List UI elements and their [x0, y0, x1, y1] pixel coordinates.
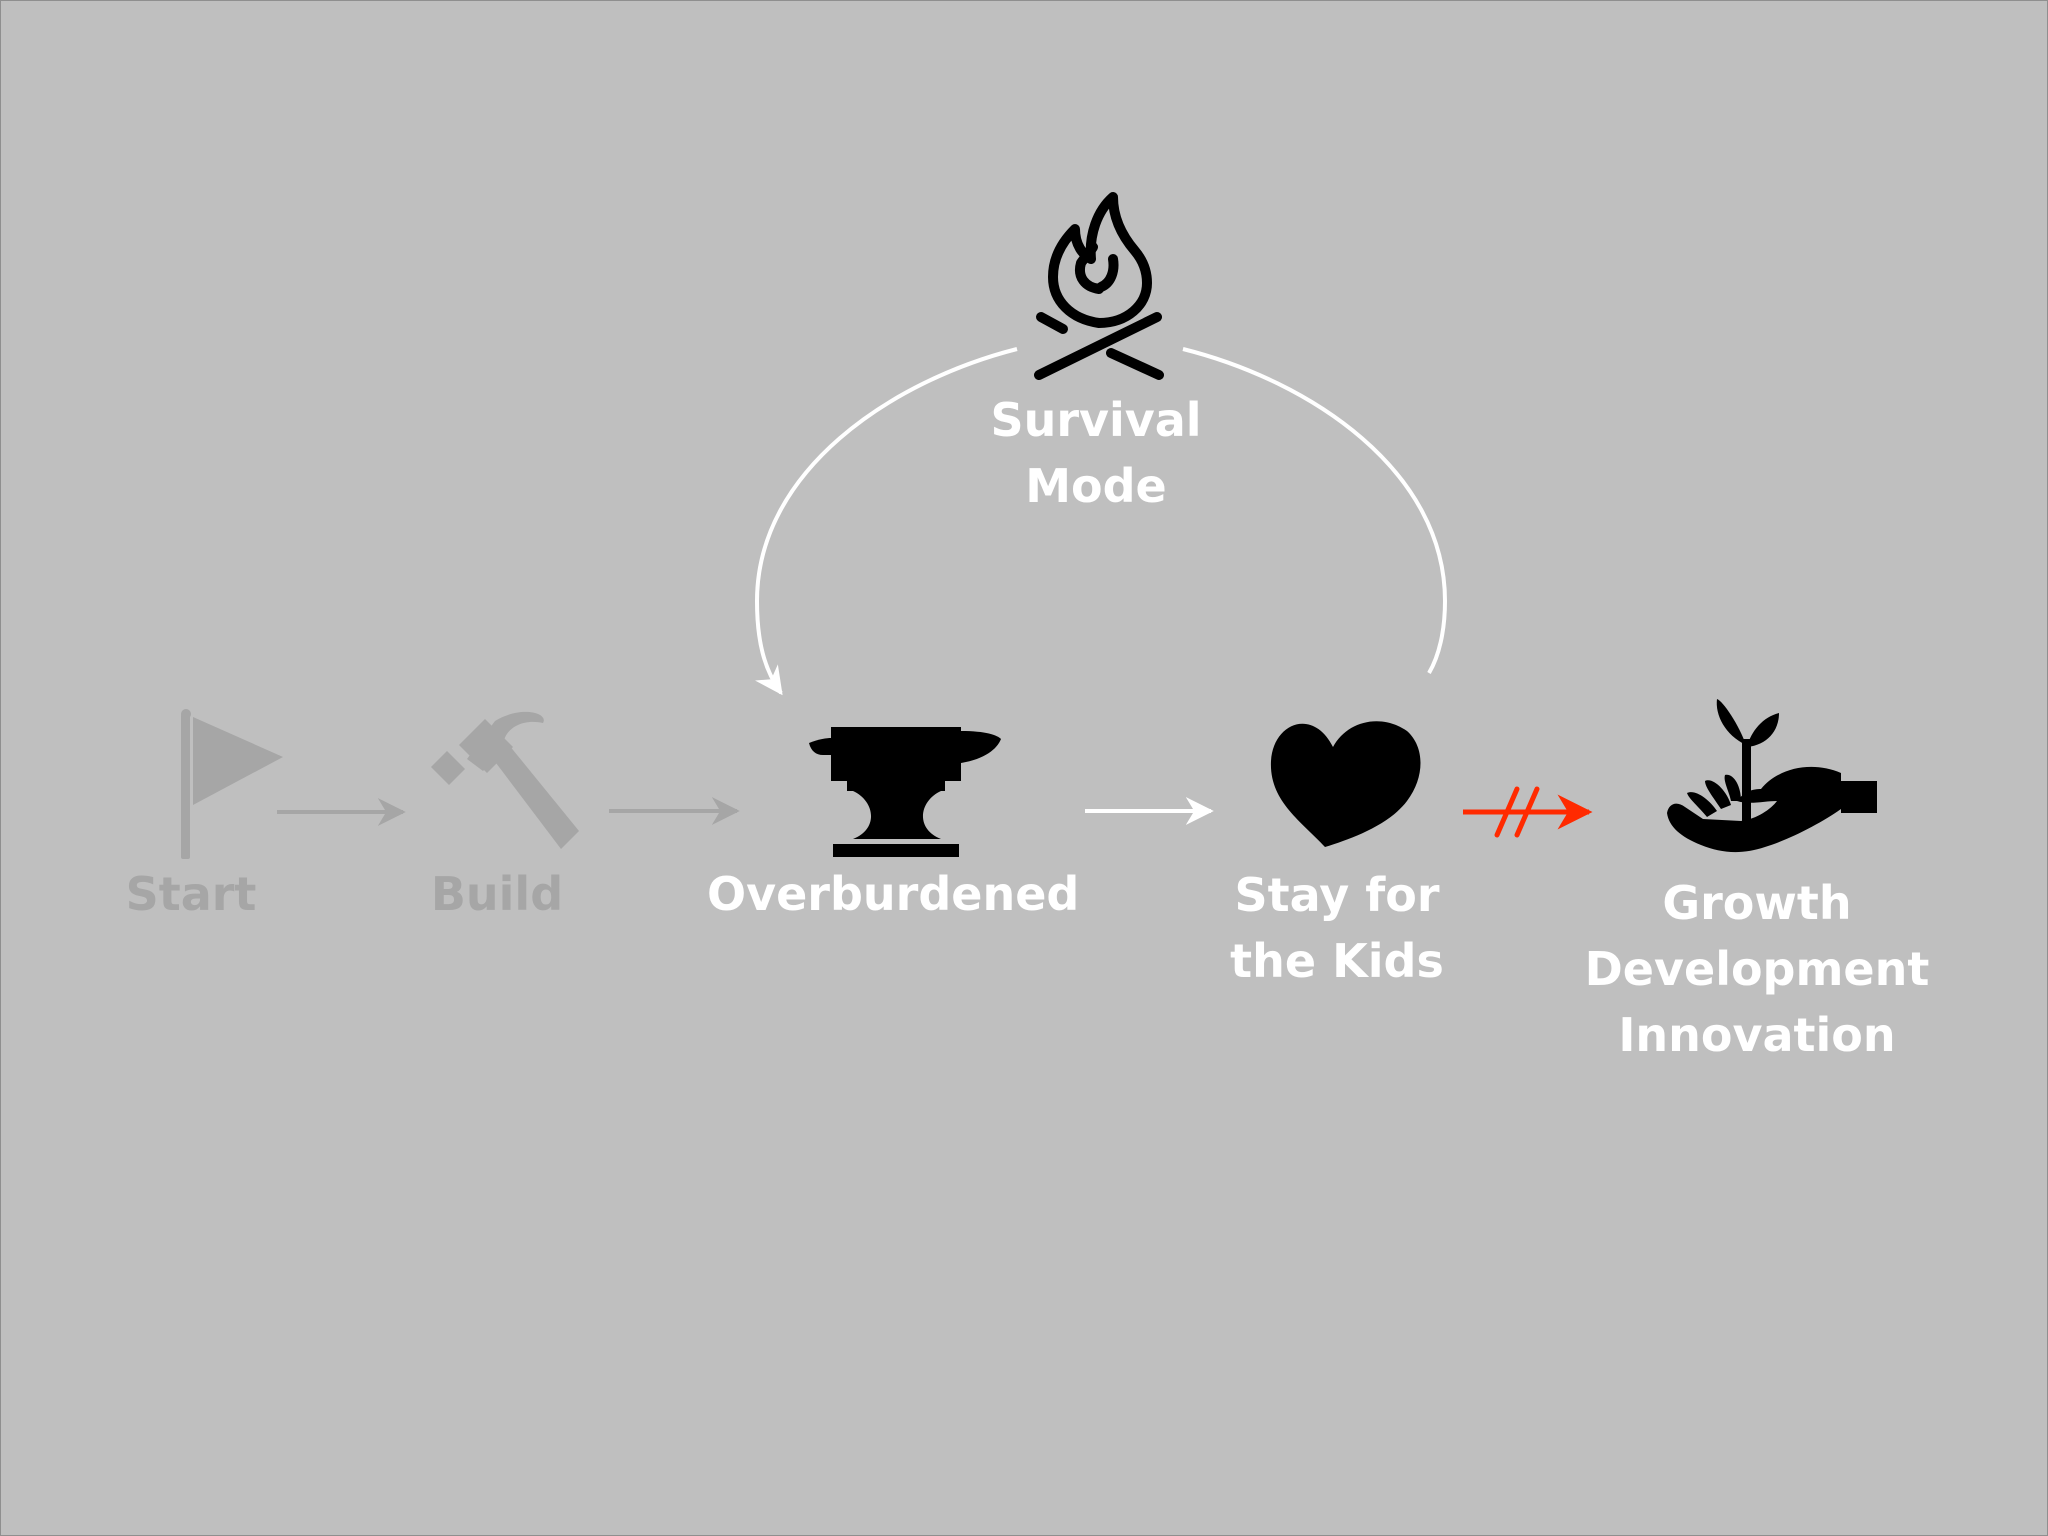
overburdened-label-text: Overburdened — [707, 867, 1080, 921]
survival-label-line-2: Mode — [1025, 459, 1167, 513]
arrow-stay-to-growth-blocked — [1463, 786, 1593, 838]
growth-label-line-1: Growth — [1662, 876, 1852, 930]
stay-label-line-2: the Kids — [1230, 934, 1444, 988]
node-label-stay-for-the-kids: Stay for the Kids — [1217, 862, 1457, 994]
node-label-build: Build — [417, 861, 577, 927]
build-label-text: Build — [430, 867, 564, 921]
stay-label-line-1: Stay for — [1234, 868, 1440, 922]
node-label-growth: Growth Development Innovation — [1577, 870, 1937, 1068]
plant-in-hand-icon — [1667, 699, 1877, 853]
heart-icon — [1270, 721, 1421, 847]
hammer-icon — [431, 711, 579, 849]
campfire-icon — [1034, 192, 1164, 380]
node-label-start: Start — [111, 861, 271, 927]
node-label-overburdened: Overburdened — [707, 861, 1079, 927]
survival-loop-arc-right — [1182, 347, 1448, 675]
anvil-icon — [809, 727, 1001, 857]
node-label-survival-mode: Survival Mode — [971, 387, 1221, 519]
survival-loop-arc-left — [754, 347, 1018, 696]
start-label-text: Start — [125, 867, 257, 921]
growth-label-line-2: Development — [1584, 942, 1930, 996]
flag-icon — [181, 709, 283, 859]
growth-label-line-3: Innovation — [1618, 1008, 1896, 1062]
survival-label-line-1: Survival — [990, 393, 1202, 447]
